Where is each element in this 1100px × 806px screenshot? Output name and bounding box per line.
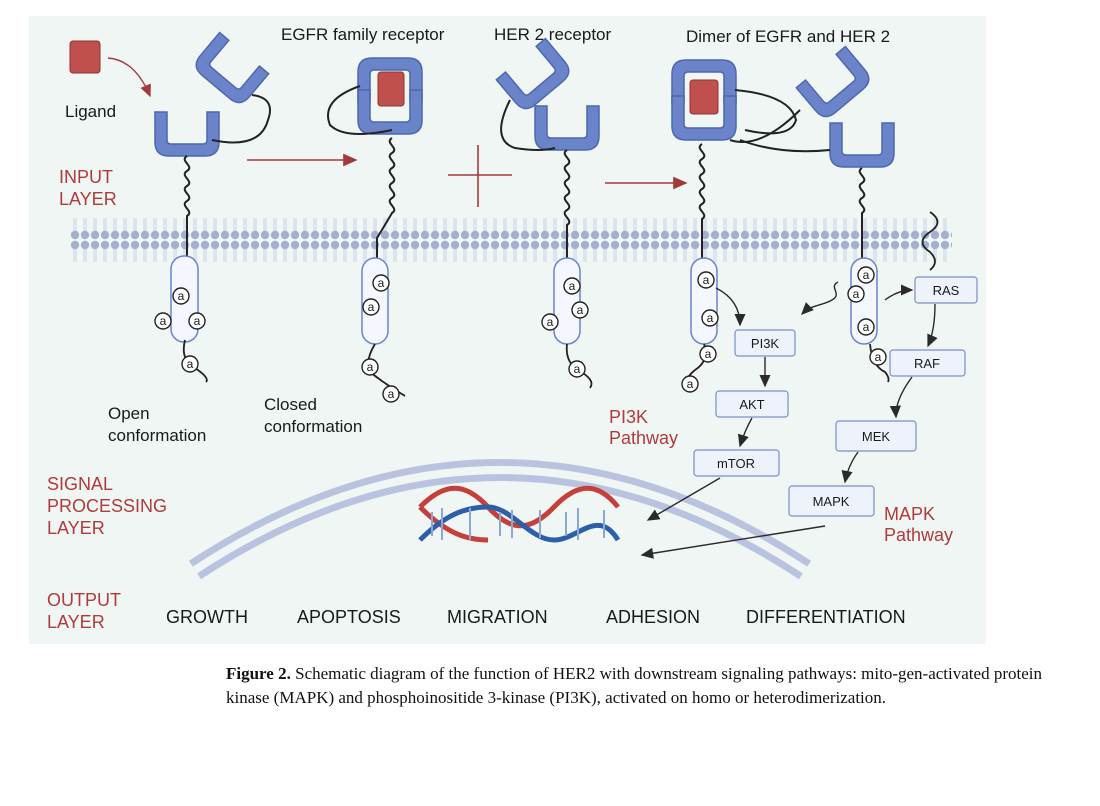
svg-text:a: a [705,347,712,361]
output-migration: MIGRATION [447,607,548,627]
pathway-box-mtor: mTOR [693,449,780,477]
phospho-site: a a a a [154,287,206,373]
phospho-site: a a a a [541,277,589,378]
plus-icon [448,145,512,207]
output-adhesion: ADHESION [606,607,700,627]
svg-text:a: a [569,279,576,293]
dna-helix-icon [418,485,621,543]
svg-text:AKT: AKT [739,397,764,412]
svg-text:a: a [178,289,185,303]
cell-membrane [70,217,952,265]
output-layer-label-2: LAYER [47,612,105,632]
svg-text:a: a [194,314,201,328]
dimer-bound-ligand-icon [689,79,719,115]
open-conformation-label-1: Open [108,404,150,423]
svg-text:a: a [160,314,167,328]
output-differentiation: DIFFERENTIATION [746,607,906,627]
ligand-icon [69,40,101,74]
svg-text:a: a [388,387,395,401]
svg-text:PI3K: PI3K [751,336,780,351]
mapk-pathway-label-2: Pathway [884,525,953,545]
closed-conformation-label-2: conformation [264,417,362,436]
input-layer-label-2: LAYER [59,189,117,209]
pathway-box-ras: RAS [914,276,978,304]
input-layer-label-1: INPUT [59,167,113,187]
closed-conformation-label-1: Closed [264,395,317,414]
svg-text:a: a [368,300,375,314]
egfr-receptor-label: EGFR family receptor [281,25,445,44]
output-apoptosis: APOPTOSIS [297,607,401,627]
her2-receptor-label: HER 2 receptor [494,25,611,44]
signal-layer-label-2: PROCESSING [47,496,167,516]
open-conformation-label-2: conformation [108,426,206,445]
svg-text:MAPK: MAPK [813,494,850,509]
pi3k-pathway-label-2: Pathway [609,428,678,448]
svg-text:a: a [863,268,870,282]
svg-text:a: a [863,320,870,334]
svg-text:a: a [703,273,710,287]
pathway-box-pi3k: PI3K [734,329,796,357]
signal-layer-label-3: LAYER [47,518,105,538]
mapk-pathway-label-1: MAPK [884,504,935,524]
svg-text:RAS: RAS [933,283,960,298]
pi3k-pathway-label-1: PI3K [609,407,648,427]
dimer-label: Dimer of EGFR and HER 2 [686,27,890,46]
signal-layer-label-1: SIGNAL [47,474,113,494]
pathway-box-raf: RAF [889,349,966,377]
caption-text: Schematic diagram of the function of HER… [226,664,1042,707]
svg-text:a: a [577,303,584,317]
svg-text:a: a [187,357,194,371]
svg-text:a: a [853,287,860,301]
svg-text:a: a [367,360,374,374]
pathway-arrows [640,281,938,559]
svg-text:mTOR: mTOR [717,456,755,471]
phospho-site: a a a a a a a a [681,266,887,393]
svg-text:a: a [574,362,581,376]
ligand-label: Ligand [65,102,116,121]
pathway-box-mapk: MAPK [788,485,875,517]
svg-text:MEK: MEK [862,429,891,444]
output-layer-label-1: OUTPUT [47,590,121,610]
pathway-box-akt: AKT [715,390,789,418]
svg-text:RAF: RAF [914,356,940,371]
svg-text:a: a [547,315,554,329]
svg-text:a: a [707,311,714,325]
caption-figure-number: Figure 2. [226,664,291,683]
output-growth: GROWTH [166,607,248,627]
phospho-site: a a a a [361,274,400,403]
pathway-box-mek: MEK [835,420,917,452]
figure-caption: Figure 2. Schematic diagram of the funct… [226,662,1076,710]
bound-ligand-icon [377,71,405,107]
svg-text:a: a [378,276,385,290]
svg-text:a: a [687,377,694,391]
svg-text:a: a [875,350,882,364]
